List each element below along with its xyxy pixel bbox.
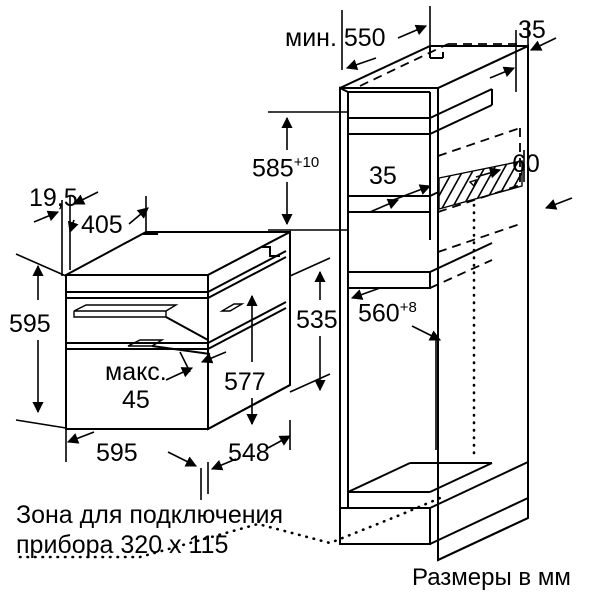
dim-548-arrow-left — [210, 458, 237, 471]
connection-zone-outline — [438, 160, 523, 210]
cabinet-plinth-front — [339, 507, 431, 545]
cabinet-plinth-top-right — [429, 461, 529, 509]
dim-top35-arrow-right — [529, 37, 557, 51]
dim-top35-arrow-left — [489, 66, 516, 79]
label-niche-width: 560+8 — [358, 300, 417, 326]
dim-405-arrow-right — [128, 207, 149, 225]
label-top-panel-thickness: 35 — [518, 16, 546, 44]
label-oven-height: 595 — [9, 310, 51, 338]
dim-548-arrow-right — [267, 435, 291, 449]
label-niche-height-tolerance: +10 — [293, 154, 320, 171]
label-max-gap-value: 45 — [122, 386, 150, 414]
connection-zone-note-line2: прибора 320 x 115 — [16, 531, 229, 559]
cabinet-lower-shelf-right-top — [429, 242, 493, 273]
ext-535-top — [289, 257, 331, 277]
dim-595w-arrow-left — [66, 431, 95, 444]
dim-60-arrow-left — [475, 167, 502, 179]
dim-560-arrow-right — [411, 325, 442, 341]
cabinet-floor-right-diag — [429, 462, 493, 493]
oven-door-bottom-side2 — [207, 307, 287, 350]
label-oven-side-height: 535 — [296, 306, 338, 334]
oven-bottom-right-edge — [207, 384, 291, 430]
connection-zone-marker — [468, 178, 478, 188]
dim-side35-arrow — [544, 197, 573, 210]
dim-min550-arrow-right — [397, 24, 428, 39]
oven-dimension-lines — [15, 191, 331, 500]
cabinet-lower-shelf-front — [347, 271, 431, 289]
label-oven-body-height: 577 — [224, 368, 266, 396]
dim-min550-arrow-left — [345, 57, 377, 71]
ext-595-bottom — [15, 419, 67, 429]
dim-560-arrow-left — [350, 287, 381, 300]
oven-door-handle — [73, 304, 179, 312]
cabinet-hidden-lower-right — [429, 259, 493, 289]
label-oven-depth: 548 — [228, 439, 270, 467]
oven-top-notch2 — [151, 231, 159, 235]
label-niche-width-tolerance: +8 — [399, 299, 417, 316]
oven-handle-support — [165, 316, 209, 341]
ext-595-top — [15, 253, 67, 277]
cabinet-upper-shelf-front — [347, 117, 431, 135]
label-min-depth: мин. 550 — [285, 24, 386, 52]
cabinet-dimension-lines — [268, 6, 573, 450]
label-niche-width-value: 560 — [358, 299, 400, 328]
cabinet-hidden-ceiling-left — [359, 43, 449, 87]
cabinet-upper-shelf-bot-right — [429, 104, 493, 135]
label-niche-height-value: 585 — [252, 154, 294, 183]
units-note: Размеры в мм — [412, 564, 571, 591]
label-door-overhang: 19,5 — [29, 184, 78, 212]
label-oven-width: 595 — [96, 439, 138, 467]
cabinet-base-bottom-edge — [437, 517, 529, 561]
oven-side-grip — [219, 303, 245, 312]
ext-max45 — [179, 351, 191, 373]
oven-control-panel-side-top — [207, 250, 287, 293]
label-shelf-thickness: 35 — [369, 162, 397, 190]
cabinet-floor-left-diag — [347, 462, 411, 493]
label-niche-height: 585+10 — [252, 155, 319, 181]
label-max-gap: макс. — [105, 358, 167, 386]
cabinet-left-panel-front — [339, 86, 349, 514]
oven-door-latch — [127, 339, 165, 347]
oven-control-panel-side-bottom — [207, 256, 287, 299]
ext-535-bottom — [289, 373, 331, 393]
dim-max45-arrow-upper — [200, 351, 227, 364]
dim-595w-arrow-right — [167, 451, 198, 467]
connection-zone-note-line1: Зона для подключения — [16, 501, 284, 529]
label-rear-cutout: 60 — [512, 150, 540, 178]
dim-195-arrow-left — [33, 210, 60, 223]
cabinet-plinth-bottom-right — [429, 497, 529, 545]
cabinet-upper-shelf-top-right — [429, 88, 493, 119]
oven-drawing — [65, 230, 291, 431]
dim-max45-arrow-lower — [165, 367, 194, 381]
dim-shelf35-arrow-lower — [369, 198, 400, 213]
oven-door-handle-body — [73, 311, 167, 318]
oven-door-bottom-side — [207, 301, 287, 344]
dim-195-arrow-right — [72, 191, 99, 205]
dim-405-arrow-left — [67, 219, 79, 234]
label-front-depth: 405 — [81, 211, 123, 239]
